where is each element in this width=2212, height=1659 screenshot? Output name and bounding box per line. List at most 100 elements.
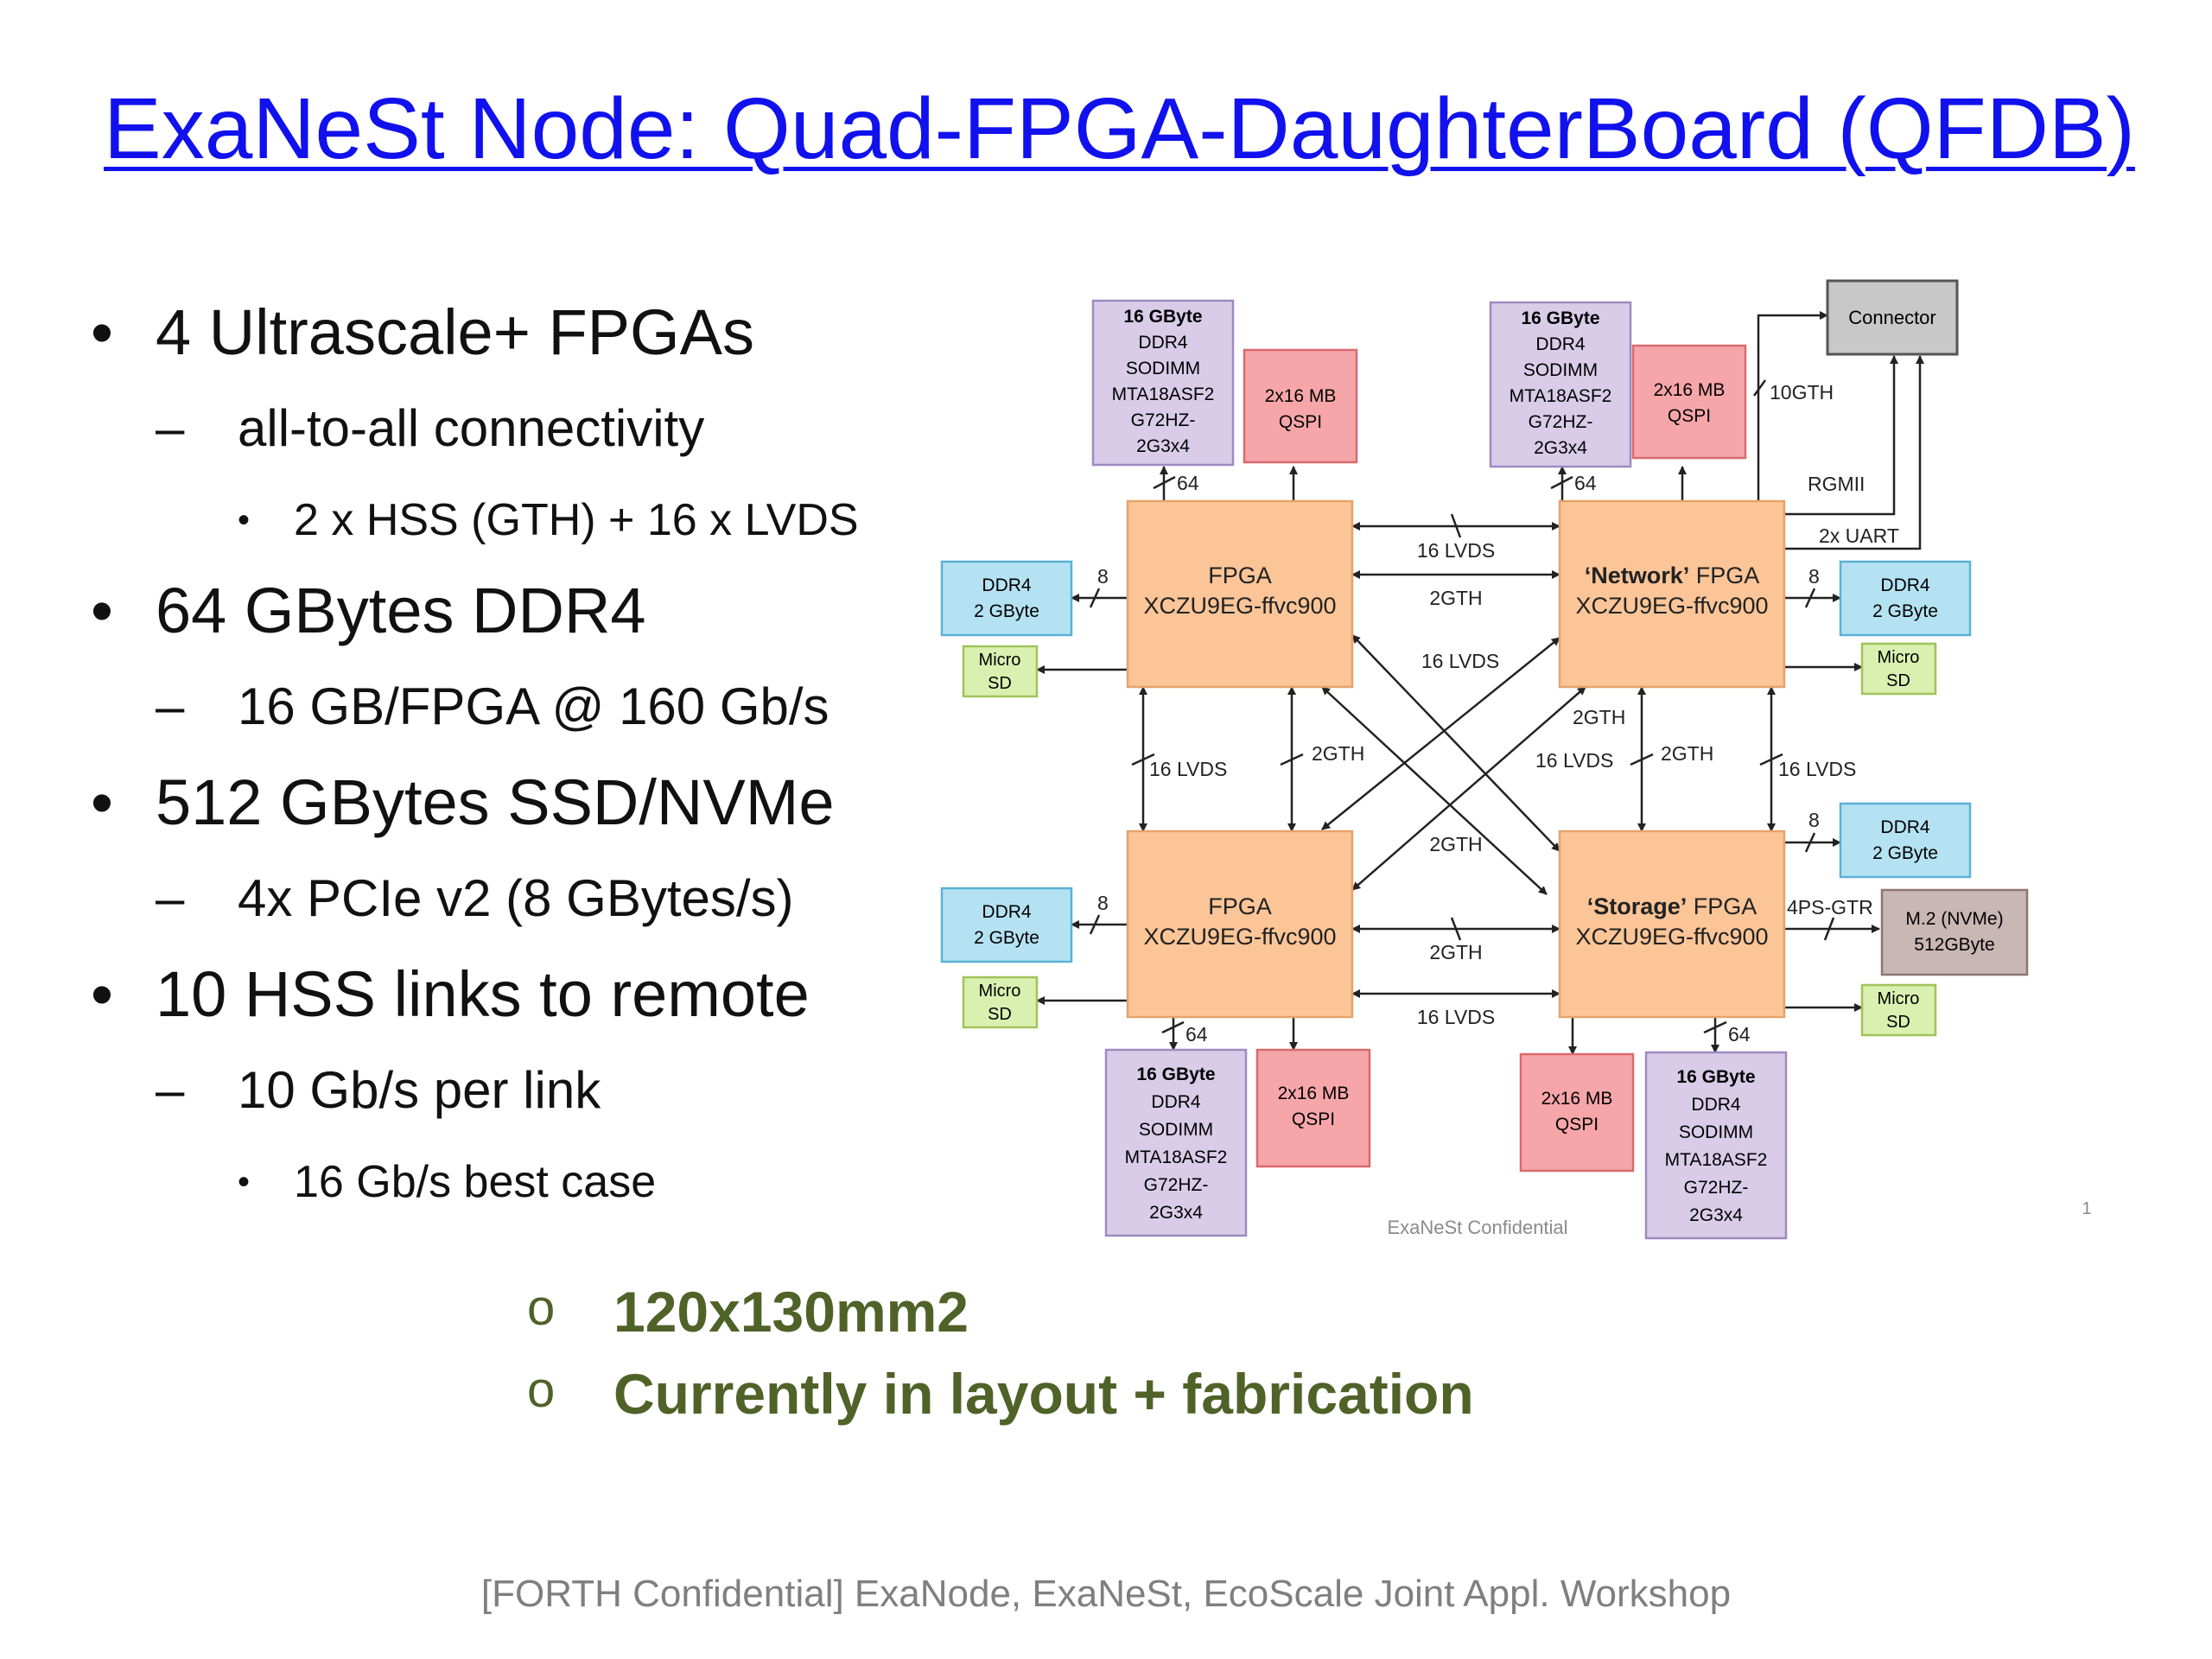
svg-text:Micro: Micro bbox=[979, 651, 1021, 670]
label-2gth: 2GTH bbox=[1312, 742, 1364, 765]
svg-text:Micro: Micro bbox=[979, 982, 1021, 1001]
svg-text:512GByte: 512GByte bbox=[1914, 935, 1994, 955]
circle-bullet-icon: o bbox=[527, 1362, 556, 1418]
svg-text:DDR4: DDR4 bbox=[1151, 1092, 1200, 1112]
svg-text:‘Network’ FPGA: ‘Network’ FPGA bbox=[1585, 563, 1760, 588]
svg-text:2G3x4: 2G3x4 bbox=[1534, 438, 1587, 458]
svg-text:16 GByte: 16 GByte bbox=[1676, 1067, 1755, 1087]
label-64: 64 bbox=[1574, 472, 1597, 494]
label-8: 8 bbox=[1097, 565, 1109, 588]
label-8: 8 bbox=[1097, 892, 1109, 914]
svg-text:SODIMM: SODIMM bbox=[1523, 360, 1598, 380]
sub-bullet-size-text: 120x130mm2 bbox=[613, 1280, 969, 1344]
svg-text:DDR4: DDR4 bbox=[1691, 1095, 1740, 1115]
qspi-top-left: 2x16 MB QSPI bbox=[1243, 348, 1358, 464]
label-uart: 2x UART bbox=[1819, 524, 1899, 547]
svg-text:2G3x4: 2G3x4 bbox=[1689, 1205, 1743, 1225]
svg-text:MTA18ASF2: MTA18ASF2 bbox=[1125, 1147, 1228, 1167]
svg-text:2 GByte: 2 GByte bbox=[1872, 601, 1938, 621]
label-16lvds: 16 LVDS bbox=[1417, 539, 1495, 562]
svg-text:16 GByte: 16 GByte bbox=[1521, 308, 1599, 328]
qspi-top-right: 2x16 MB QSPI bbox=[1631, 344, 1747, 460]
svg-text:DDR4: DDR4 bbox=[982, 575, 1031, 595]
label-64: 64 bbox=[1728, 1023, 1751, 1046]
fpga-top-left: FPGA XCZU9EG-ffvc900 bbox=[1126, 499, 1354, 689]
bullet-connectivity: all-to-all connectivity bbox=[91, 380, 920, 477]
svg-text:DDR4: DDR4 bbox=[1535, 334, 1585, 354]
svg-text:G72HZ-: G72HZ- bbox=[1529, 412, 1593, 432]
label-16lvds: 16 LVDS bbox=[1149, 758, 1227, 780]
diagram-page-number: 1 bbox=[2082, 1199, 2091, 1218]
svg-text:SD: SD bbox=[1886, 671, 1910, 690]
ddr4-right-middle: DDR4 2 GByte bbox=[1839, 802, 1972, 879]
fpga-network: ‘Network’ FPGA XCZU9EG-ffvc900 bbox=[1558, 499, 1786, 689]
sub-bullet-status-text: Currently in layout + fabrication bbox=[613, 1362, 1474, 1426]
label-10gth: 10GTH bbox=[1770, 381, 1834, 404]
svg-text:2G3x4: 2G3x4 bbox=[1136, 436, 1190, 456]
svg-text:SD: SD bbox=[988, 674, 1012, 693]
sub-bullet-status: o Currently in layout + fabrication bbox=[527, 1361, 1564, 1439]
qspi-bottom-right: 2x16 MB QSPI bbox=[1519, 1052, 1635, 1173]
sodimm-bottom-right: 16 GByte DDR4 SODIMM MTA18ASF2 G72HZ- 2G… bbox=[1644, 1051, 1788, 1240]
bullet-hss-links: 10 HSS links to remote bbox=[91, 947, 920, 1042]
svg-text:2 GByte: 2 GByte bbox=[974, 928, 1039, 948]
label-2gth: 2GTH bbox=[1429, 941, 1482, 963]
svg-text:Micro: Micro bbox=[1878, 648, 1920, 667]
svg-text:MTA18ASF2: MTA18ASF2 bbox=[1510, 386, 1612, 406]
bullet-best-case: 16 Gb/s best case bbox=[91, 1139, 920, 1225]
svg-text:2 GByte: 2 GByte bbox=[974, 601, 1039, 621]
svg-text:DDR4: DDR4 bbox=[1138, 333, 1187, 353]
fpga-part-label: XCZU9EG-ffvc900 bbox=[1575, 593, 1768, 619]
sodimm-top-right: 16 GByte DDR4 SODIMM MTA18ASF2 G72HZ- 2G… bbox=[1489, 301, 1632, 468]
svg-text:DDR4: DDR4 bbox=[1880, 575, 1929, 595]
svg-text:G72HZ-: G72HZ- bbox=[1144, 1175, 1209, 1195]
sodimm-top-left: 16 GByte DDR4 SODIMM MTA18ASF2 G72HZ- 2G… bbox=[1091, 299, 1235, 467]
bullet-ddr4: 64 GBytes DDR4 bbox=[91, 563, 920, 658]
fpga-label: FPGA bbox=[1208, 893, 1272, 919]
bullet-link-rate: 10 Gb/s per link bbox=[91, 1042, 920, 1139]
bullet-ddr4-rate: 16 GB/FPGA @ 160 Gb/s bbox=[91, 658, 920, 755]
svg-text:16 GByte: 16 GByte bbox=[1123, 307, 1202, 327]
label-8: 8 bbox=[1808, 565, 1820, 588]
label-16lvds: 16 LVDS bbox=[1417, 1006, 1495, 1028]
svg-text:‘Storage’ FPGA: ‘Storage’ FPGA bbox=[1587, 893, 1758, 919]
label-16lvds: 16 LVDS bbox=[1535, 749, 1613, 772]
label-16lvds: 16 LVDS bbox=[1778, 758, 1856, 780]
slide-footer: [FORTH Confidential] ExaNode, ExaNeSt, E… bbox=[480, 1573, 1732, 1615]
label-8: 8 bbox=[1808, 809, 1820, 831]
nvme-box: M.2 (NVMe) 512GByte bbox=[1880, 888, 2029, 976]
svg-text:Connector: Connector bbox=[1848, 307, 1936, 328]
svg-text:2G3x4: 2G3x4 bbox=[1149, 1203, 1203, 1223]
fpga-part-label: XCZU9EG-ffvc900 bbox=[1143, 593, 1336, 619]
svg-text:G72HZ-: G72HZ- bbox=[1131, 410, 1196, 430]
label-4psgtr: 4PS-GTR bbox=[1787, 896, 1873, 918]
svg-text:SD: SD bbox=[1886, 1013, 1910, 1032]
ddr4-left-bottom: DDR4 2 GByte bbox=[940, 887, 1073, 963]
svg-text:Micro: Micro bbox=[1878, 989, 1920, 1008]
label-2gth: 2GTH bbox=[1661, 742, 1713, 765]
svg-text:16 GByte: 16 GByte bbox=[1136, 1065, 1215, 1084]
label-64: 64 bbox=[1185, 1023, 1208, 1046]
svg-text:MTA18ASF2: MTA18ASF2 bbox=[1112, 385, 1215, 404]
svg-text:SD: SD bbox=[988, 1005, 1012, 1024]
svg-text:2x16 MB: 2x16 MB bbox=[1265, 386, 1337, 406]
fpga-storage: ‘Storage’ FPGA XCZU9EG-ffvc900 bbox=[1558, 830, 1786, 1019]
circle-bullet-icon: o bbox=[527, 1280, 556, 1336]
ddr4-left-top: DDR4 2 GByte bbox=[940, 560, 1073, 637]
microsd-right-top: Micro SD bbox=[1860, 642, 1937, 696]
svg-text:2 GByte: 2 GByte bbox=[1872, 843, 1938, 863]
connector-box: Connector bbox=[1826, 279, 1959, 356]
slide-title: ExaNeSt Node: Quad-FPGA-DaughterBoard (Q… bbox=[104, 80, 2135, 177]
sodimm-bottom-left: 16 GByte DDR4 SODIMM MTA18ASF2 G72HZ- 2G… bbox=[1104, 1048, 1248, 1237]
fpga-part-label: XCZU9EG-ffvc900 bbox=[1575, 924, 1768, 950]
svg-text:DDR4: DDR4 bbox=[1880, 817, 1929, 837]
svg-text:G72HZ-: G72HZ- bbox=[1684, 1178, 1749, 1198]
fpga-part-label: XCZU9EG-ffvc900 bbox=[1143, 924, 1336, 950]
label-rgmii: RGMII bbox=[1808, 473, 1865, 495]
svg-text:QSPI: QSPI bbox=[1555, 1115, 1599, 1135]
svg-text:DDR4: DDR4 bbox=[982, 902, 1031, 922]
svg-text:2x16 MB: 2x16 MB bbox=[1654, 380, 1726, 400]
label-2gth: 2GTH bbox=[1429, 833, 1482, 855]
bullet-ssd: 512 GBytes SSD/NVMe bbox=[91, 755, 920, 850]
